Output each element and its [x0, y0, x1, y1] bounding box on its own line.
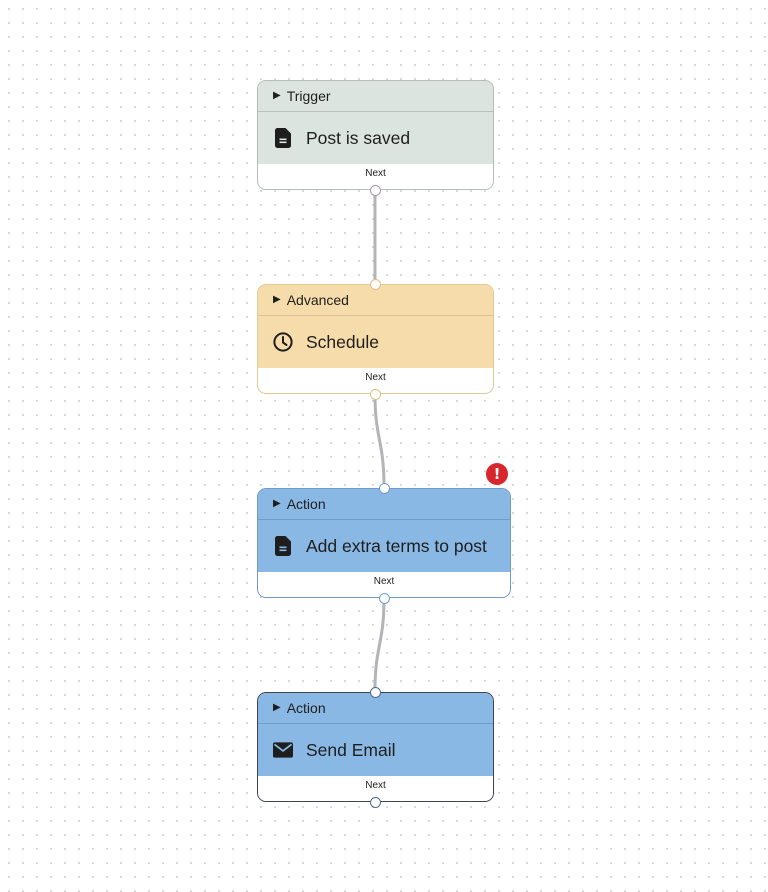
node-body[interactable]: Send Email — [258, 724, 493, 776]
node-title: Schedule — [306, 331, 379, 352]
node-header[interactable]: ▶ Advanced — [258, 285, 493, 316]
node-footer: Next — [258, 164, 493, 189]
node-category-label: Advanced — [286, 292, 349, 308]
node-header[interactable]: ▶ Action — [258, 489, 510, 520]
node-body[interactable]: Schedule — [258, 316, 493, 368]
output-port[interactable] — [369, 184, 381, 196]
clock-icon — [273, 332, 293, 352]
node-body[interactable]: Post is saved — [258, 112, 493, 164]
input-port[interactable] — [369, 686, 381, 698]
expand-caret-icon[interactable]: ▶ — [273, 293, 281, 305]
node-header[interactable]: ▶ Trigger — [258, 81, 493, 112]
input-port[interactable] — [378, 482, 390, 494]
output-port[interactable] — [378, 592, 390, 604]
node-advanced-schedule[interactable]: ▶ Advanced Schedule Next — [257, 284, 494, 394]
node-category-label: Action — [286, 700, 326, 716]
node-title: Post is saved — [306, 127, 411, 148]
connector-add-terms-to-send-email — [373, 597, 386, 692]
envelope-icon — [273, 740, 293, 760]
node-action-add-extra-terms[interactable]: ▶ Action Add extra terms to post Next — [257, 488, 511, 598]
expand-caret-icon[interactable]: ▶ — [273, 701, 281, 713]
node-category-label: Action — [286, 496, 326, 512]
error-icon[interactable]: ! — [486, 463, 508, 485]
node-header[interactable]: ▶ Action — [258, 693, 493, 724]
expand-caret-icon[interactable]: ▶ — [273, 89, 281, 101]
output-port[interactable] — [369, 796, 381, 808]
node-title: Send Email — [306, 739, 396, 760]
document-icon — [273, 128, 293, 148]
node-action-send-email[interactable]: ▶ Action Send Email Next — [257, 692, 494, 802]
document-icon — [273, 536, 293, 556]
connector-schedule-to-add-terms — [373, 393, 386, 488]
node-trigger-post-saved[interactable]: ▶ Trigger Post is saved Next — [257, 80, 494, 190]
expand-caret-icon[interactable]: ▶ — [273, 497, 281, 509]
input-port[interactable] — [369, 278, 381, 290]
node-body[interactable]: Add extra terms to post — [258, 520, 510, 572]
node-category-label: Trigger — [286, 88, 331, 104]
node-title: Add extra terms to post — [306, 535, 487, 556]
output-port[interactable] — [369, 388, 381, 400]
